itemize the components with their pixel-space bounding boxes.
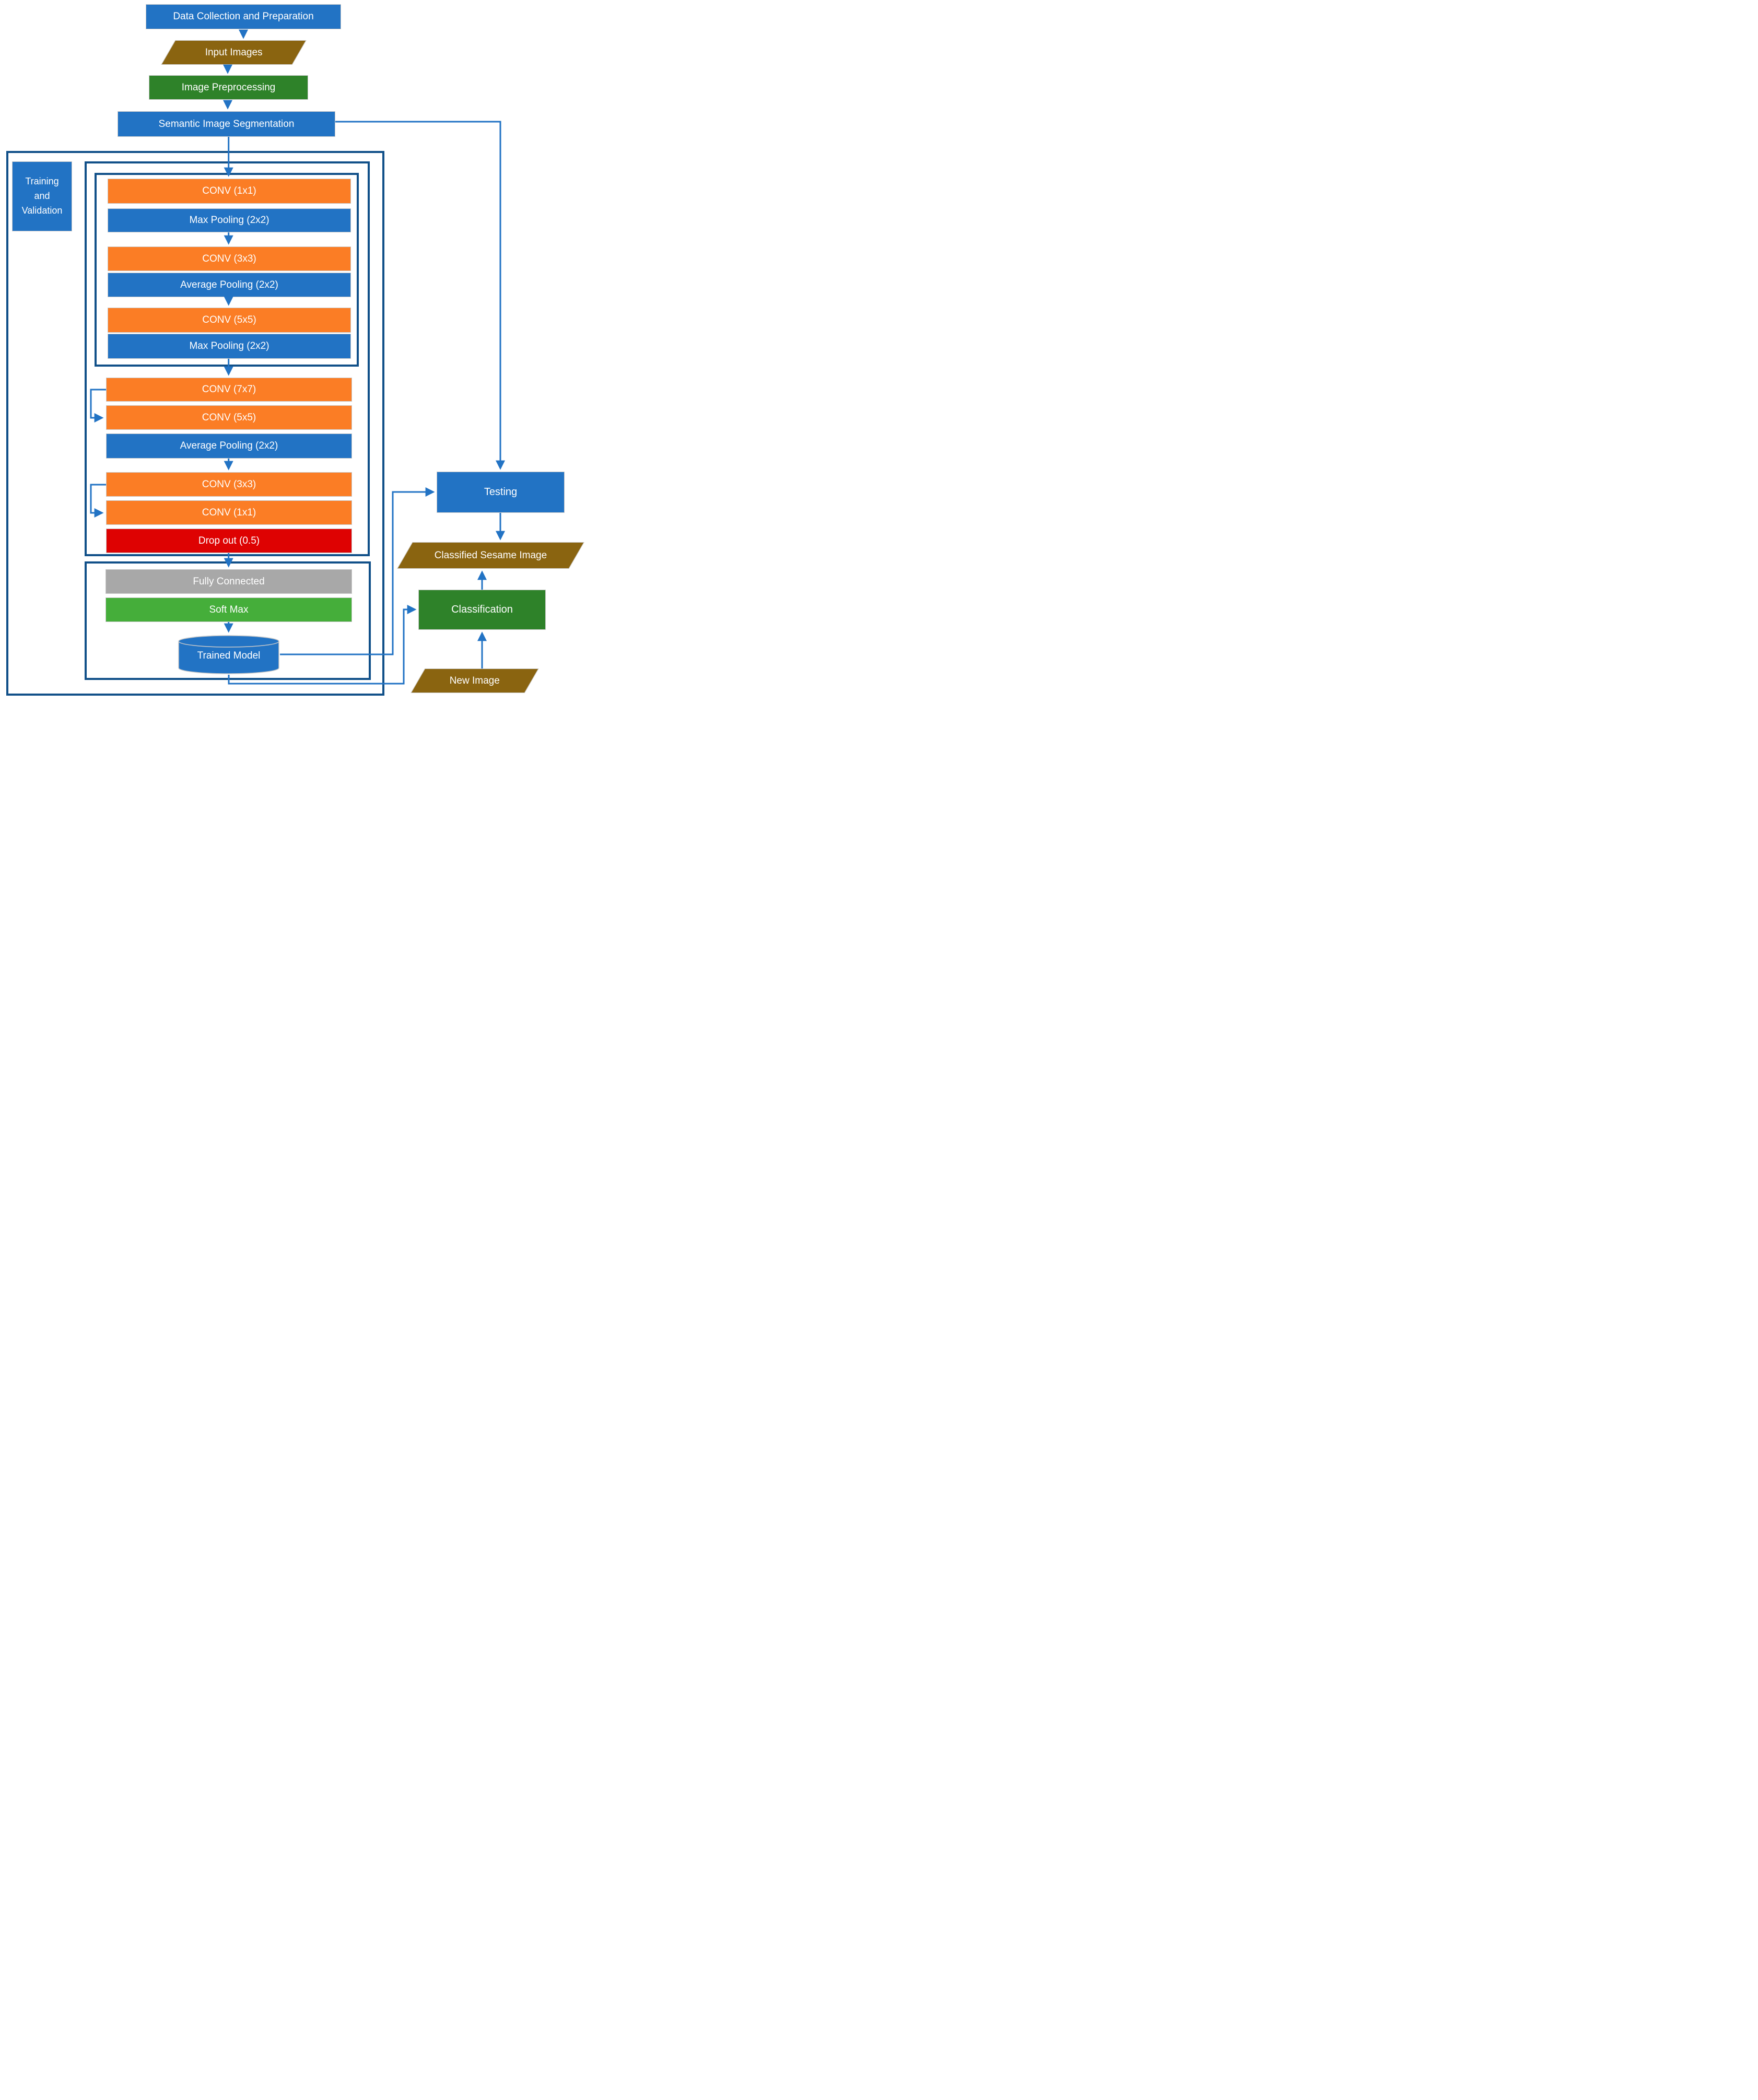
layer-label: CONV (5x5) bbox=[202, 314, 256, 325]
max-pooling-layer-1: Max Pooling (2x2) bbox=[108, 208, 351, 232]
image-preprocessing-node: Image Preprocessing bbox=[149, 75, 308, 100]
testing-node: Testing bbox=[437, 472, 565, 513]
data-collection-node: Data Collection and Preparation bbox=[146, 4, 341, 29]
input-images-label: Input Images bbox=[205, 46, 263, 58]
layer-label: Fully Connected bbox=[193, 576, 265, 587]
training-validation-label: Training and Validation bbox=[12, 161, 72, 231]
conv3x3-layer-2: CONV (3x3) bbox=[106, 472, 352, 497]
classified-sesame-image-label: Classified Sesame Image bbox=[434, 549, 547, 561]
flowchart-canvas: Data Collection and Preparation Input Im… bbox=[0, 0, 586, 700]
average-pooling-layer-1: Average Pooling (2x2) bbox=[108, 273, 351, 297]
conv7x7-layer: CONV (7x7) bbox=[106, 378, 352, 402]
cylinder-top bbox=[178, 635, 279, 648]
input-images-node: Input Images bbox=[161, 40, 307, 65]
softmax-layer: Soft Max bbox=[106, 597, 352, 622]
layer-label: CONV (3x3) bbox=[202, 253, 256, 264]
classified-sesame-image-node: Classified Sesame Image bbox=[397, 542, 584, 569]
image-preprocessing-label: Image Preprocessing bbox=[181, 81, 276, 93]
layer-label: Drop out (0.5) bbox=[198, 535, 260, 546]
training-validation-line1: Training bbox=[25, 176, 59, 187]
conv3x3-layer-1: CONV (3x3) bbox=[108, 247, 351, 271]
training-validation-line2: and bbox=[34, 191, 50, 202]
layer-label: CONV (5x5) bbox=[202, 412, 256, 423]
fully-connected-layer: Fully Connected bbox=[106, 569, 352, 594]
dropout-layer: Drop out (0.5) bbox=[106, 529, 352, 553]
classification-label: Classification bbox=[451, 604, 513, 615]
trained-model-label: Trained Model bbox=[197, 650, 261, 661]
layer-label: Average Pooling (2x2) bbox=[180, 279, 278, 290]
new-image-label: New Image bbox=[449, 675, 500, 686]
average-pooling-layer-2: Average Pooling (2x2) bbox=[106, 433, 352, 459]
semantic-segmentation-label: Semantic Image Segmentation bbox=[158, 118, 295, 130]
layer-label: CONV (1x1) bbox=[202, 185, 256, 196]
max-pooling-layer-2: Max Pooling (2x2) bbox=[108, 334, 351, 359]
semantic-segmentation-node: Semantic Image Segmentation bbox=[118, 111, 335, 137]
layer-label: Soft Max bbox=[209, 604, 249, 615]
new-image-node: New Image bbox=[411, 668, 539, 693]
layer-label: Max Pooling (2x2) bbox=[189, 341, 269, 351]
trained-model-cylinder: Trained Model bbox=[178, 635, 280, 675]
data-collection-label: Data Collection and Preparation bbox=[173, 11, 314, 22]
classification-node: Classification bbox=[418, 590, 546, 630]
training-validation-line3: Validation bbox=[21, 205, 63, 216]
layer-label: CONV (3x3) bbox=[202, 478, 256, 490]
conv5x5-layer-2: CONV (5x5) bbox=[106, 405, 352, 430]
testing-label: Testing bbox=[484, 486, 518, 498]
conv1x1-layer-1: CONV (1x1) bbox=[108, 179, 351, 204]
conv5x5-layer-1: CONV (5x5) bbox=[108, 308, 351, 333]
layer-label: CONV (1x1) bbox=[202, 507, 256, 518]
conv1x1-layer-2: CONV (1x1) bbox=[106, 500, 352, 525]
layer-label: Max Pooling (2x2) bbox=[189, 215, 269, 226]
layer-label: Average Pooling (2x2) bbox=[180, 440, 278, 451]
layer-label: CONV (7x7) bbox=[202, 384, 256, 395]
